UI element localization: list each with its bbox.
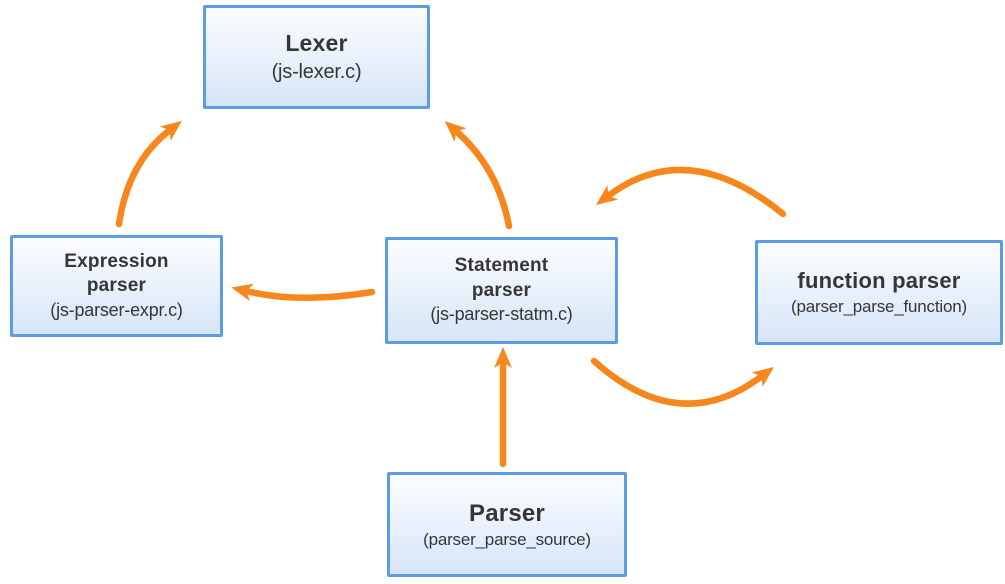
node-parser-title: Parser bbox=[469, 499, 545, 527]
node-statement-parser-subtitle: (js-parser-statm.c) bbox=[430, 304, 573, 325]
node-statement-parser: Statement parser (js-parser-statm.c) bbox=[385, 237, 618, 344]
arrow-statement-to-expression bbox=[231, 283, 376, 302]
node-expression-parser: Expression parser (js-parser-expr.c) bbox=[10, 235, 223, 337]
arrow-expression-to-lexer bbox=[115, 120, 182, 228]
node-function-parser-subtitle: (parser_parse_function) bbox=[791, 296, 967, 316]
arrow-statement-to-lexer bbox=[444, 121, 513, 230]
node-lexer: Lexer (js-lexer.c) bbox=[203, 5, 430, 109]
node-function-parser-title: function parser bbox=[797, 268, 961, 294]
node-statement-parser-title-line2: parser bbox=[471, 279, 532, 301]
node-parser: Parser (parser_parse_source) bbox=[387, 472, 627, 577]
node-expression-parser-title-line2: parser bbox=[86, 275, 147, 297]
arrow-function-to-statement bbox=[595, 166, 787, 218]
node-lexer-title: Lexer bbox=[285, 30, 348, 57]
arrow-statement-to-function bbox=[590, 357, 774, 407]
node-expression-parser-subtitle: (js-parser-expr.c) bbox=[50, 299, 183, 320]
node-expression-parser-title-line1: Expression bbox=[64, 250, 169, 272]
node-function-parser: function parser (parser_parse_function) bbox=[755, 240, 1003, 345]
node-parser-subtitle: (parser_parse_source) bbox=[423, 530, 591, 550]
node-statement-parser-title-line1: Statement bbox=[454, 255, 549, 277]
node-lexer-subtitle: (js-lexer.c) bbox=[271, 60, 362, 83]
